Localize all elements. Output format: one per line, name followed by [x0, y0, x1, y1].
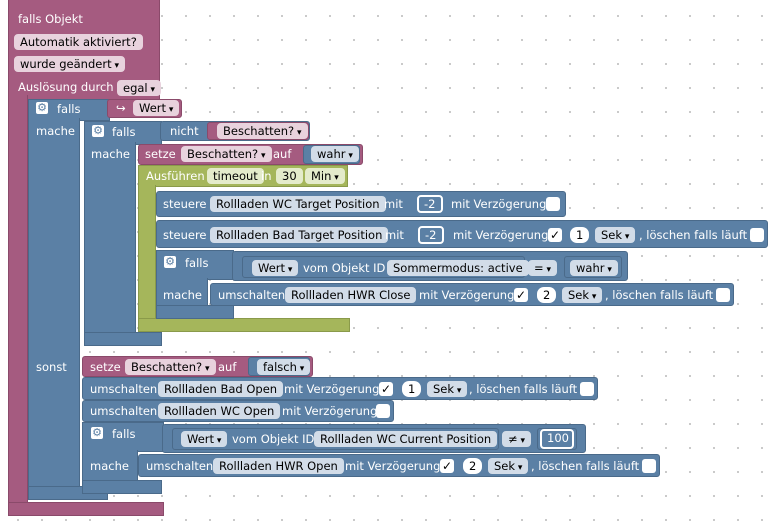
set2-var-dropdown[interactable]: Beschatten?	[125, 359, 216, 375]
if3-from: vom Objekt ID	[303, 261, 386, 275]
toggle4-delay: mit Verzögerung	[345, 459, 441, 473]
ctrl2-checkbox[interactable]: ✓	[548, 228, 562, 242]
if2-falls: falls	[112, 125, 136, 139]
ctrl2-clear-checkbox[interactable]	[750, 228, 764, 242]
toggle4-label: umschalten	[146, 459, 214, 473]
toggle2-target-field[interactable]: Rollladen Bad Open	[158, 381, 284, 397]
if4-value-dropdown[interactable]: Wert	[181, 431, 228, 447]
automatik-field[interactable]: Automatik aktiviert?	[14, 34, 143, 50]
if2-mache: mache	[91, 147, 130, 161]
toggle2-delay: mit Verzögerung	[284, 382, 380, 396]
toggle4-unit-dropdown[interactable]: Sek	[488, 458, 529, 474]
trigger-title: falls Objekt	[18, 12, 83, 26]
if4-falls: falls	[112, 427, 136, 441]
changed-dropdown[interactable]: wurde geändert	[14, 56, 125, 72]
toggle2-clear: , löschen falls läuft	[469, 382, 578, 396]
toggle4-clear-checkbox[interactable]	[642, 459, 656, 473]
if3-mache: mache	[163, 288, 202, 302]
if1-value-dropdown[interactable]: Wert	[133, 100, 180, 116]
if4-num-field[interactable]: 100	[540, 429, 574, 449]
ctrl1-delay-checkbox[interactable]	[546, 197, 560, 211]
toggle1-checkbox[interactable]: ✓	[514, 288, 528, 302]
toggle3-label: umschalten	[90, 404, 158, 418]
gear-icon[interactable]: ⚙	[36, 101, 48, 114]
toggle2-label: umschalten	[90, 382, 158, 396]
toggle1-delay: mit Verzögerung	[419, 288, 515, 302]
set1-label: setze	[145, 147, 176, 161]
set1-auf: auf	[273, 147, 292, 161]
ctrl1-label: steuere	[163, 197, 207, 211]
toggle3-target-field[interactable]: Rollladen WC Open	[158, 403, 281, 419]
if4-operator-dropdown[interactable]: ≠	[502, 431, 532, 447]
toggle4-clear: , löschen falls läuft	[531, 459, 640, 473]
toggle1-clear-checkbox[interactable]	[716, 288, 730, 302]
if1-mache: mache	[36, 124, 75, 138]
if1-sonst: sonst	[36, 360, 67, 374]
toggle4-target-field[interactable]: Rollladen HWR Open	[213, 458, 344, 474]
set1-value-dropdown[interactable]: wahr	[311, 146, 359, 162]
gear-icon[interactable]: ⚙	[92, 124, 104, 137]
toggle2-clear-checkbox[interactable]	[580, 382, 594, 396]
timeout-in: in	[261, 169, 272, 183]
ctrl2-target-field[interactable]: Rollladen Bad Target Position	[210, 227, 389, 243]
if3-operator-dropdown[interactable]: =	[528, 260, 558, 276]
ctrl2-value-field[interactable]: -2	[418, 226, 444, 244]
if4-from: vom Objekt ID	[232, 432, 315, 446]
if3-value-dropdown[interactable]: Wert	[252, 260, 299, 276]
ctrl1-value-field[interactable]: -2	[417, 195, 443, 213]
timeout-spine	[138, 185, 156, 320]
timeout-footer	[138, 318, 350, 332]
not-label: nicht	[170, 124, 199, 138]
ctrl2-num-field[interactable]: 1	[570, 227, 590, 243]
if3-object-field[interactable]: Sommermodus: active	[387, 260, 529, 276]
gear-icon[interactable]: ⚙	[91, 426, 103, 439]
beschatten-dropdown[interactable]: Beschatten?	[217, 123, 308, 139]
ctrl1-mit: mit	[384, 197, 403, 211]
set2-auf: auf	[218, 360, 237, 374]
if3-falls: falls	[185, 256, 209, 270]
ctrl2-mit: mit	[385, 228, 404, 242]
ctrl1-delay: mit Verzögerung	[451, 197, 547, 211]
trigger-dropdown[interactable]: egal	[117, 80, 162, 96]
gear-icon[interactable]: ⚙	[164, 255, 176, 268]
ctrl1-target-field[interactable]: Rollladen WC Target Position	[210, 196, 386, 212]
timeout-unit-dropdown[interactable]: Min	[305, 168, 345, 184]
toggle1-unit-dropdown[interactable]: Sek	[562, 287, 603, 303]
if4-object-field[interactable]: Rollladen WC Current Position	[314, 431, 498, 447]
if3-spine	[156, 278, 208, 308]
toggle3-delay: mit Verzögerung	[282, 404, 378, 418]
set2-value-dropdown[interactable]: falsch	[257, 359, 311, 375]
ctrl2-clear: , löschen falls läuft	[639, 228, 748, 242]
ctrl2-label: steuere	[163, 228, 207, 242]
set1-var-dropdown[interactable]: Beschatten?	[181, 146, 272, 162]
toggle1-num-field[interactable]: 2	[537, 287, 557, 303]
if4-footer	[82, 480, 162, 494]
trigger-block-footer	[8, 502, 164, 516]
timeout-value-field[interactable]: 30	[276, 168, 303, 184]
set2-label: setze	[90, 360, 121, 374]
toggle3-checkbox[interactable]	[376, 404, 390, 418]
if2-spine	[84, 142, 136, 337]
timeout-label: Ausführen	[146, 169, 205, 183]
toggle4-checkbox[interactable]: ✓	[440, 459, 454, 473]
ctrl2-delay: mit Verzögerung	[453, 228, 549, 242]
if2-footer	[84, 332, 162, 346]
trigger-label: Auslösung durch	[18, 80, 114, 94]
toggle1-clear: , löschen falls läuft	[605, 288, 714, 302]
timeout-name-field[interactable]: timeout	[207, 168, 264, 184]
if1-falls: falls	[57, 102, 81, 116]
return-arrow-icon: ↪	[116, 101, 126, 115]
if1-spine	[28, 118, 80, 498]
toggle1-label: umschalten	[218, 288, 286, 302]
toggle2-num-field[interactable]: 1	[402, 381, 422, 397]
toggle4-num-field[interactable]: 2	[463, 458, 483, 474]
toggle2-checkbox[interactable]: ✓	[379, 382, 393, 396]
ctrl2-unit-dropdown[interactable]: Sek	[595, 227, 636, 243]
if4-mache: mache	[90, 459, 129, 473]
if3-bool-dropdown[interactable]: wahr	[570, 260, 618, 276]
if3-footer	[156, 305, 234, 319]
toggle1-target-field[interactable]: Rollladen HWR Close	[285, 287, 417, 303]
toggle2-unit-dropdown[interactable]: Sek	[427, 381, 468, 397]
trigger-block-spine	[8, 95, 28, 515]
